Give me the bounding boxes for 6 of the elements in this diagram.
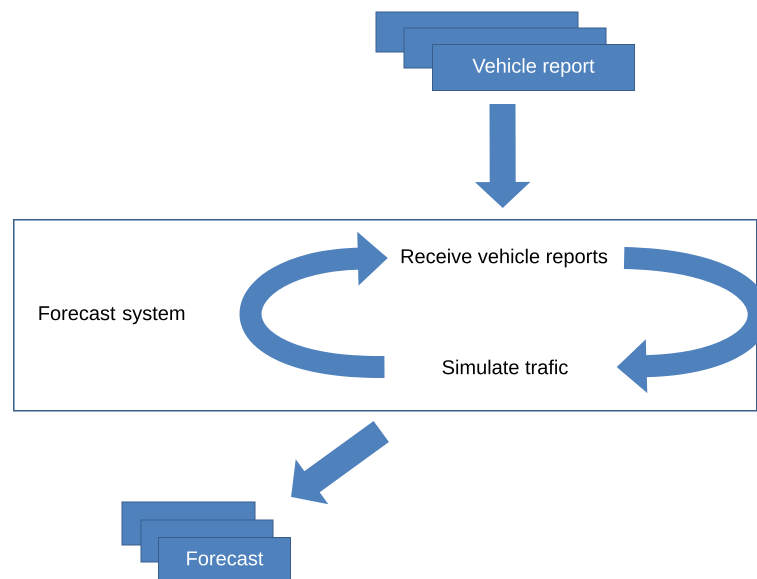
- block-arrow: [291, 420, 389, 504]
- node-label: Forecast: [187, 552, 264, 566]
- step-label: Simulate trafic: [442, 360, 568, 374]
- step-label: Receive vehicle reports: [402, 248, 608, 268]
- document-stack: Forecast: [122, 502, 291, 579]
- document-stack: Vehicle report: [376, 12, 635, 91]
